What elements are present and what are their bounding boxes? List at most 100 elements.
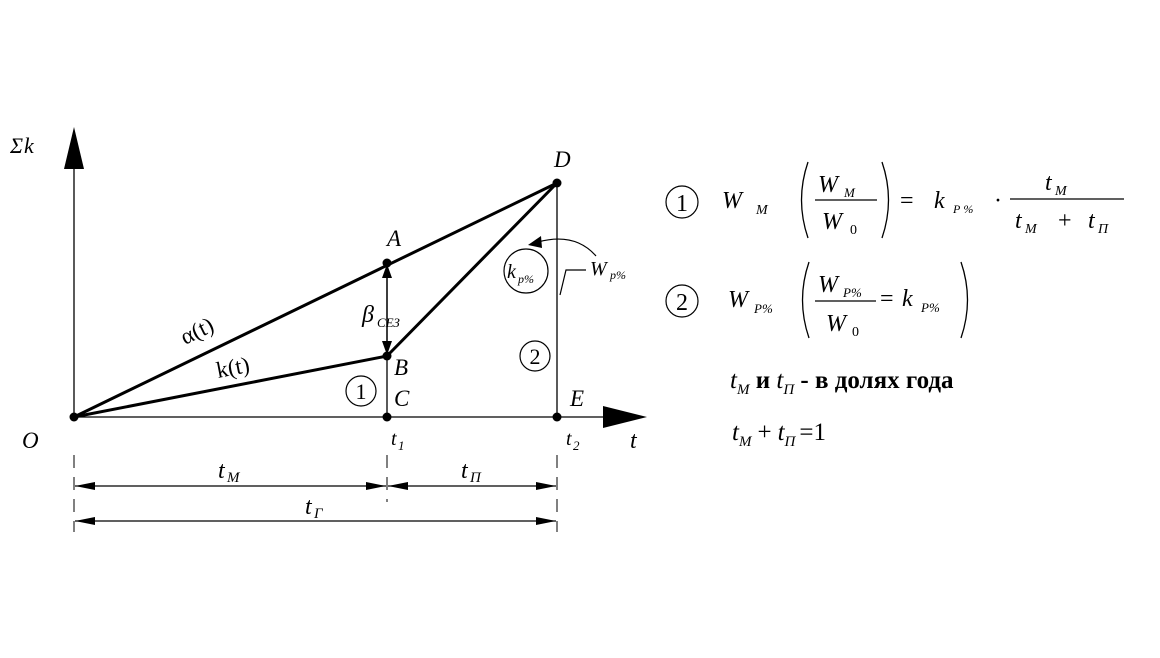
formula-2-number-circle <box>665 284 699 318</box>
formula-1-k: k <box>934 188 945 214</box>
note-t1: t <box>730 367 738 394</box>
tick-labels: t 1 t 2 <box>391 428 580 453</box>
formula-2-frac-den: W <box>826 311 848 337</box>
notes: tМ и tП - в долях года tМ+tП=1 <box>730 367 954 450</box>
x-axis-arrow <box>603 406 647 428</box>
curves: α(t) k(t) <box>73 181 559 419</box>
formula-1-ratio-num-sub: М <box>1054 184 1068 199</box>
point-b-label: B <box>394 355 408 380</box>
formula-1-frac-num-sub: М <box>843 185 856 200</box>
point-d <box>552 178 562 188</box>
region-markers: 1 2 <box>345 340 551 407</box>
note-t2-sub: П <box>782 382 795 398</box>
formula-1-frac-den-sub: 0 <box>850 223 857 238</box>
wp-arrow-head <box>528 236 542 248</box>
region-2-circle <box>519 340 551 372</box>
formula-2-number: 2 <box>676 290 688 316</box>
point-b <box>382 351 392 361</box>
formula-2-frac-den-sub: 0 <box>852 325 859 340</box>
y-axis-label-k: k <box>24 133 35 158</box>
formula-1-number-circle <box>665 185 699 219</box>
formula-1-ratio-den-b: t <box>1088 208 1096 234</box>
tick-t1-sub: 1 <box>398 438 405 453</box>
y-axis-arrow <box>64 127 84 169</box>
sum-t2: t <box>778 419 786 446</box>
point-e-label: E <box>569 386 584 411</box>
formula-2-eq: = <box>880 286 894 312</box>
beta-label: β <box>361 302 374 328</box>
sum-eq: =1 <box>799 419 826 446</box>
formula-1-ratio-plus: + <box>1058 208 1072 234</box>
formula-2: 2 W Р% W Р% W 0 = k Р% <box>665 261 969 340</box>
formula-2-frac-num: W <box>818 272 840 298</box>
formula-2-paren-left <box>801 261 810 339</box>
axes: Σ k t <box>9 127 647 454</box>
point-o <box>69 412 79 422</box>
formula-2-w-sub: Р% <box>753 301 773 316</box>
point-e <box>552 412 562 422</box>
dim-label-tp-sub: П <box>469 470 482 486</box>
point-o-label: O <box>22 428 39 453</box>
sum-t2-sub: П <box>784 434 797 450</box>
y-axis-label-sigma: Σ <box>9 133 23 158</box>
dim-label-tm-sub: М <box>226 470 241 486</box>
dim-label-tp: t <box>461 458 469 484</box>
formula-2-k: k <box>902 286 913 312</box>
formula-1-k-sub: Р % <box>952 202 973 216</box>
point-d-label: D <box>553 147 571 172</box>
point-c <box>382 412 392 422</box>
beta-arrow-up <box>382 264 392 278</box>
curve-k-label: k(t) <box>214 352 251 383</box>
formula-1-frac-num: W <box>818 172 840 198</box>
dim-label-tg-sub: Г <box>313 506 324 522</box>
beta-indicator: β СЕЗ <box>361 264 400 355</box>
formula-1-dot: · <box>994 188 1002 214</box>
wp-label: W <box>590 258 609 280</box>
region-2-number: 2 <box>530 344 541 369</box>
note-and: и <box>749 367 776 394</box>
dim-label-tg: t <box>305 494 313 520</box>
kp-circle <box>503 248 549 294</box>
kp-label: k <box>507 261 517 283</box>
beta-subscript: СЕЗ <box>377 315 400 330</box>
wp-leader <box>559 269 586 296</box>
point-a <box>382 258 392 268</box>
formula-1: 1 W М W М W 0 = k Р % · t М t М + t П <box>665 161 1124 239</box>
formula-1-ratio-den-b-sub: П <box>1097 222 1109 237</box>
callouts: k р% W р% <box>503 236 626 296</box>
formula-1-frac-den: W <box>822 209 844 235</box>
point-c-label: C <box>394 386 410 411</box>
formula-2-k-sub: Р% <box>920 300 940 315</box>
dim-label-tm: t <box>218 458 226 484</box>
formula-1-paren-left <box>800 161 809 239</box>
curve-alpha-label: α(t) <box>176 312 217 349</box>
tick-t2: t <box>566 428 572 450</box>
formula-1-ratio-den-a-sub: М <box>1024 222 1038 237</box>
beta-arrow-down <box>382 341 392 355</box>
sum-t1: t <box>732 419 740 446</box>
sum-line: tМ+tП=1 <box>732 419 826 450</box>
wp-subscript: р% <box>609 268 626 282</box>
note-line: tМ и tП - в долях года <box>730 367 954 398</box>
region-1-number: 1 <box>356 379 367 404</box>
curve-alpha-line <box>73 181 558 419</box>
note-text: - в долях года <box>794 367 954 394</box>
formula-1-ratio-den-a: t <box>1015 208 1023 234</box>
points: O A B C D E <box>22 147 584 453</box>
formula-1-ratio-num: t <box>1045 170 1053 196</box>
region-1-circle <box>345 375 377 407</box>
tick-t2-sub: 2 <box>573 438 580 453</box>
formula-1-w-sub: М <box>755 203 769 218</box>
wp-curved-arrow <box>537 238 597 257</box>
formula-2-paren-right <box>960 261 969 339</box>
formula-2-w: W <box>728 287 750 313</box>
formula-1-number: 1 <box>676 191 688 217</box>
formula-1-eq: = <box>900 188 914 214</box>
note-t2: t <box>776 367 784 394</box>
curve-k-line <box>73 354 388 419</box>
sum-t1-sub: М <box>738 434 753 450</box>
formula-1-paren-right <box>881 161 890 239</box>
kp-subscript: р% <box>517 272 534 286</box>
point-a-label: A <box>385 226 402 251</box>
